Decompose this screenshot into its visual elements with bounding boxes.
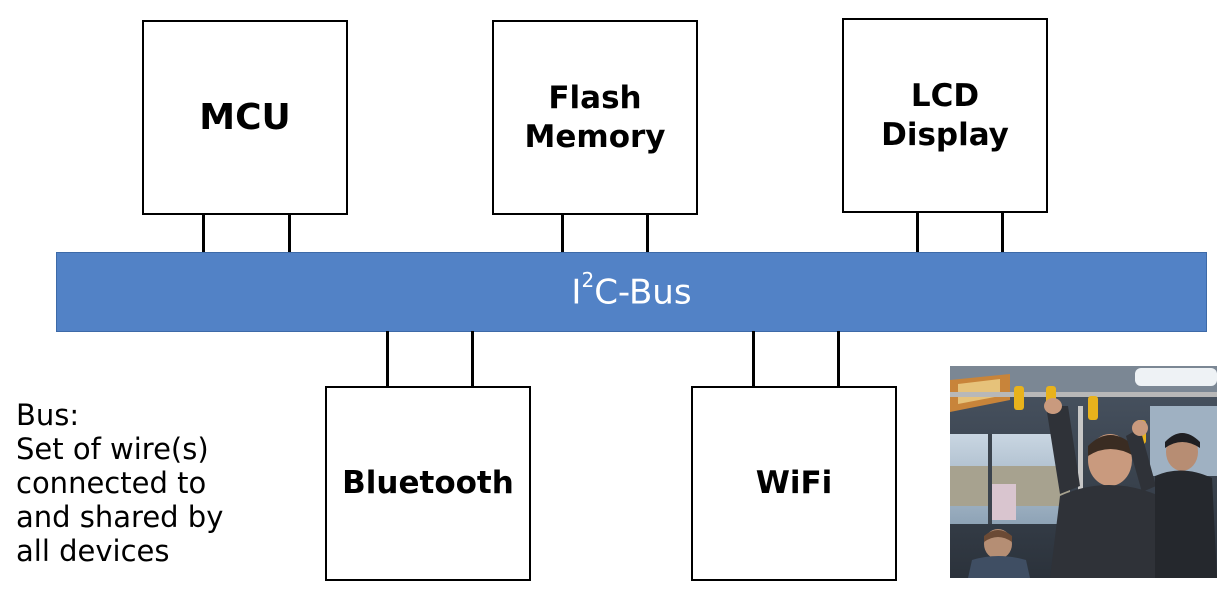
wire-flash-scl — [646, 213, 649, 253]
caption-line: and shared by — [16, 500, 224, 534]
device-label: Bluetooth — [342, 465, 514, 502]
wire-flash-sda — [561, 213, 564, 253]
caption-line: all devices — [16, 534, 170, 568]
caption-title: Bus: — [16, 398, 80, 432]
bus-definition-caption: Bus: Set of wire(s) connected to and sha… — [16, 398, 223, 568]
wire-mcu-sda — [202, 213, 205, 253]
device-box-bluetooth: Bluetooth — [325, 386, 531, 581]
wire-wifi-scl — [837, 331, 840, 387]
wire-wifi-sda — [752, 331, 755, 387]
caption-line: Set of wire(s) — [16, 432, 209, 466]
wire-bluetooth-sda — [386, 331, 389, 387]
wire-lcd-sda — [916, 211, 919, 253]
device-label: WiFi — [755, 465, 833, 502]
device-box-mcu: MCU — [142, 20, 348, 215]
bus-passengers-photo — [950, 366, 1217, 578]
device-box-lcd-display: LCD Display — [842, 18, 1048, 213]
bus-label: I2C-Bus — [571, 267, 692, 313]
wire-mcu-scl — [288, 213, 291, 253]
wire-lcd-scl — [1001, 211, 1004, 253]
device-label-line1: Flash — [548, 79, 642, 116]
device-label-line2: Memory — [524, 118, 666, 155]
i2c-bus: I2C-Bus — [56, 252, 1207, 332]
device-box-wifi: WiFi — [691, 386, 897, 581]
wire-bluetooth-scl — [471, 331, 474, 387]
device-label: MCU — [199, 97, 291, 138]
caption-line: connected to — [16, 466, 207, 500]
device-label-line2: Display — [881, 116, 1009, 153]
device-box-flash-memory: Flash Memory — [492, 20, 698, 215]
device-label-line1: LCD — [910, 77, 980, 114]
